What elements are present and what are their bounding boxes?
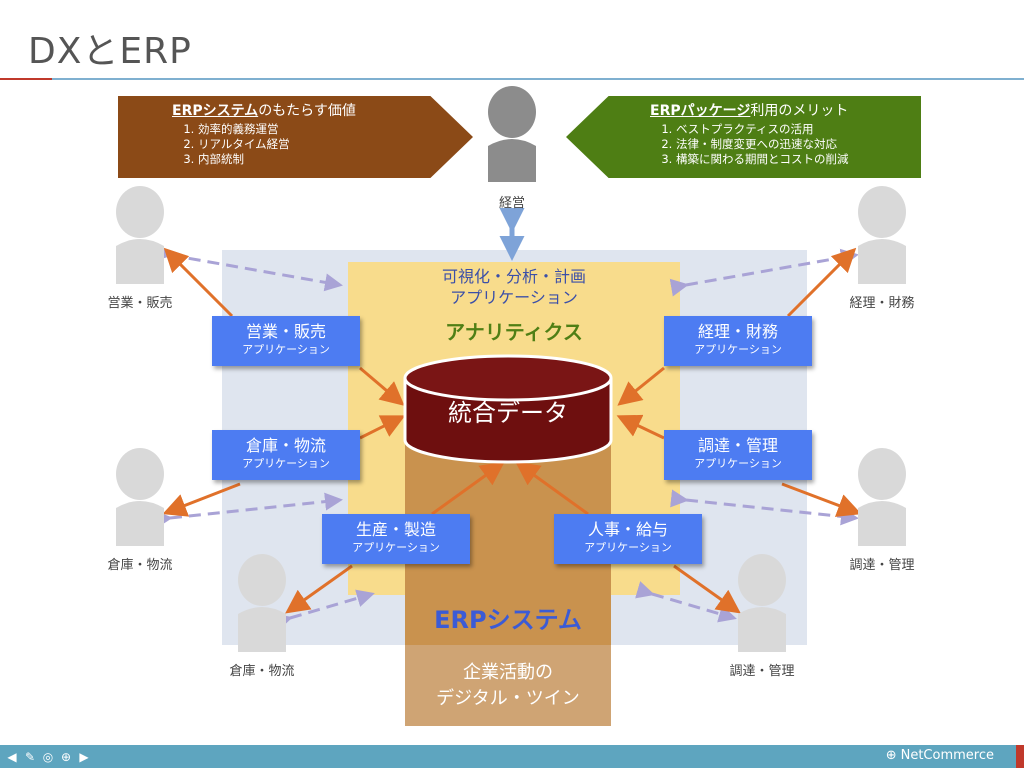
app-production: 生産・製造 アプリケーション bbox=[322, 514, 470, 564]
pen-icon[interactable]: ✎ bbox=[24, 750, 36, 764]
orange-arrow-finance-db bbox=[617, 366, 665, 406]
orange-arrow-warehouse-person bbox=[162, 482, 241, 517]
orange-arrow-finance-person bbox=[786, 247, 857, 318]
person-procurement-label: 調達・管理 bbox=[849, 558, 915, 573]
orange-arrow-production-person bbox=[285, 564, 353, 614]
menu-icon[interactable]: ◎ bbox=[42, 750, 54, 764]
title-underline-accent bbox=[0, 78, 52, 80]
app-procurement-title: 調達・管理 bbox=[697, 436, 778, 455]
erp-value-list: 効率的義務運営 リアルタイム経営 内部統制 bbox=[172, 122, 473, 167]
erp-value-item: 内部統制 bbox=[198, 152, 473, 167]
erp-package-title-main: ERPパッケージ bbox=[650, 103, 751, 119]
app-hr: 人事・給与 アプリケーション bbox=[554, 514, 702, 564]
orange-arrow-sales-db bbox=[359, 366, 405, 406]
analytics-subtitle: 可視化・分析・計画 アプリケーション bbox=[348, 266, 680, 308]
app-production-title: 生産・製造 bbox=[355, 520, 436, 539]
footer-brand-text: NetCommerce bbox=[900, 748, 994, 763]
analytics-title: アナリティクス bbox=[445, 320, 583, 344]
dashed-arrow-procurement bbox=[670, 489, 859, 526]
orange-arrow-procurement-db bbox=[616, 414, 665, 440]
app-warehouse-title: 倉庫・物流 bbox=[245, 436, 326, 455]
digital-twin-line2: デジタル・ツイン bbox=[436, 688, 580, 709]
app-procurement: 調達・管理 アプリケーション bbox=[664, 430, 812, 480]
dashed-arrow-sales bbox=[153, 243, 343, 292]
erp-package-merit-item: 構築に関わる期間とコストの削減 bbox=[676, 152, 921, 167]
zoom-icon[interactable]: ⊕ bbox=[60, 750, 72, 764]
app-warehouse: 倉庫・物流 アプリケーション bbox=[212, 430, 360, 480]
dashed-arrow-warehouse bbox=[154, 492, 343, 529]
dashed-arrow-production bbox=[273, 589, 375, 631]
app-procurement-suffix: アプリケーション bbox=[694, 457, 782, 470]
brand-logo-icon: ⊕ bbox=[885, 748, 897, 763]
person-warehouse-bottom-label: 倉庫・物流 bbox=[229, 664, 295, 679]
app-finance-suffix: アプリケーション bbox=[694, 343, 782, 356]
app-hr-suffix: アプリケーション bbox=[584, 541, 672, 554]
person-procurement-bottom-label: 調達・管理 bbox=[729, 664, 795, 679]
dashed-arrow-finance bbox=[669, 248, 859, 297]
person-procurement-bottom-icon bbox=[738, 554, 786, 652]
erp-value-item: 効率的義務運営 bbox=[198, 122, 473, 137]
person-warehouse-icon bbox=[116, 448, 164, 546]
orange-arrow-production-db bbox=[431, 461, 505, 516]
database-cylinder bbox=[403, 354, 613, 464]
person-warehouse-label: 倉庫・物流 bbox=[107, 558, 173, 573]
erp-package-merit-item: ベストプラクティスの活用 bbox=[676, 122, 921, 137]
digital-twin-line1: 企業活動の bbox=[463, 662, 553, 683]
app-sales-title: 営業・販売 bbox=[245, 322, 326, 341]
app-sales: 営業・販売 アプリケーション bbox=[212, 316, 360, 366]
person-exec-label: 経営 bbox=[498, 196, 525, 211]
erp-value-banner: ERPシステムのもたらす価値 効率的義務運営 リアルタイム経営 内部統制 bbox=[118, 96, 473, 178]
digital-twin-lower-region bbox=[405, 645, 611, 726]
orange-arrow-procurement-person bbox=[781, 482, 862, 517]
footer-brand: ⊕ NetCommerce bbox=[886, 748, 994, 763]
slide-controls: ◀ ✎ ◎ ⊕ ▶ bbox=[4, 748, 92, 766]
digital-twin-label: 企業活動の デジタル・ツイン bbox=[405, 660, 611, 712]
app-production-suffix: アプリケーション bbox=[352, 541, 440, 554]
slide-footer-bar bbox=[0, 745, 1024, 768]
erp-package-merit-item: 法律・制度変更への迅速な対応 bbox=[676, 137, 921, 152]
erp-value-title: ERPシステムのもたらす価値 bbox=[172, 100, 473, 120]
dashed-arrow-hr bbox=[635, 581, 737, 623]
person-sales-label: 営業・販売 bbox=[107, 296, 173, 311]
title-underline bbox=[52, 78, 1024, 80]
page-title: DXとERP bbox=[28, 31, 192, 72]
orange-arrow-hr-person bbox=[673, 564, 741, 614]
prev-slide-icon[interactable]: ◀ bbox=[7, 750, 17, 764]
app-finance: 経理・財務 アプリケーション bbox=[664, 316, 812, 366]
app-sales-suffix: アプリケーション bbox=[242, 343, 330, 356]
person-sales-icon bbox=[116, 186, 164, 284]
analytics-subtitle-line1: 可視化・分析・計画 bbox=[441, 267, 586, 286]
app-finance-title: 経理・財務 bbox=[697, 322, 778, 341]
erp-package-merit-banner: ERPパッケージ利用のメリット ベストプラクティスの活用 法律・制度変更への迅速… bbox=[566, 96, 921, 178]
erp-value-title-rest: のもたらす価値 bbox=[258, 103, 356, 119]
erp-system-label: ERPシステム bbox=[434, 606, 582, 634]
person-finance-label: 経理・財務 bbox=[849, 296, 915, 311]
erp-package-merit-list: ベストプラクティスの活用 法律・制度変更への迅速な対応 構築に関わる期間とコスト… bbox=[650, 122, 921, 167]
erp-package-title-rest: 利用のメリット bbox=[750, 103, 849, 119]
next-slide-icon[interactable]: ▶ bbox=[79, 750, 89, 764]
person-procurement-icon bbox=[858, 448, 906, 546]
orange-arrow-hr-db bbox=[515, 461, 589, 516]
erp-value-title-main: ERPシステム bbox=[172, 103, 259, 119]
person-warehouse-bottom-icon bbox=[238, 554, 286, 652]
footer-accent bbox=[1016, 745, 1024, 768]
erp-value-item: リアルタイム経営 bbox=[198, 137, 473, 152]
app-warehouse-suffix: アプリケーション bbox=[242, 457, 330, 470]
integrated-data-label: 統合データ bbox=[448, 399, 568, 427]
orange-arrow-warehouse-db bbox=[359, 415, 406, 440]
erp-package-merit-title: ERPパッケージ利用のメリット bbox=[650, 100, 921, 120]
person-finance-icon bbox=[858, 186, 906, 284]
orange-arrow-sales-person bbox=[163, 247, 234, 318]
person-exec-icon bbox=[488, 86, 536, 182]
app-hr-title: 人事・給与 bbox=[587, 520, 668, 539]
analytics-subtitle-line2: アプリケーション bbox=[450, 288, 578, 307]
